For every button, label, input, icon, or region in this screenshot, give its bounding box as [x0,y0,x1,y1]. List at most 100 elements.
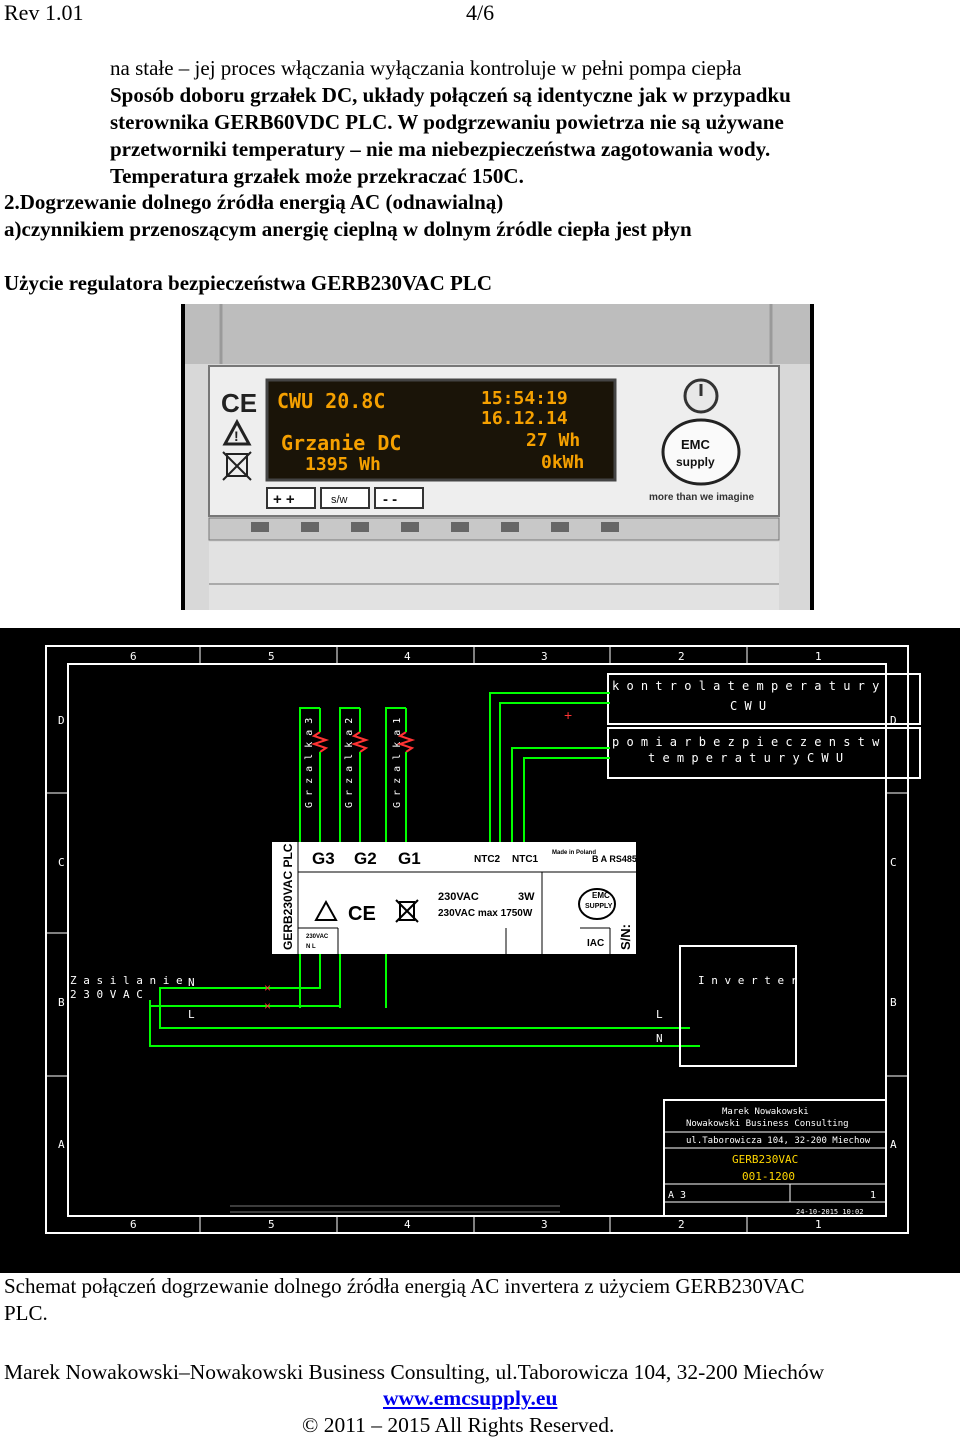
svg-text:N L: N L [306,944,316,950]
plc-label [272,842,636,954]
heater-resistor-icon [310,731,416,753]
ce-mark: CE [348,903,376,925]
text-line: Sposób doboru grzałek DC, układy połącze… [110,83,791,107]
figure-caption: Schemat połączeń dogrzewanie dolnego źró… [4,1274,805,1298]
minus-button[interactable] [374,487,424,509]
plus-marker: + [564,707,572,723]
slogan: more than we imagine [649,492,754,503]
heater-label: G r z a l k a 3 [304,718,315,808]
svg-text:EMC: EMC [592,891,610,900]
website-link[interactable]: www.emcsupply.eu [383,1386,558,1410]
svg-text:N: N [188,976,195,989]
svg-text:N: N [656,1032,663,1045]
plus-button[interactable] [266,487,316,509]
svg-text:L: L [188,1008,195,1021]
controller-photo: CE ! CWU 20.8C 15:54:19 16.12.14 Grzanie… [181,304,814,610]
section-heading: 2.Dogrzewanie dolnego źródła energią AC … [4,190,504,214]
grid-label: 3 [541,1218,548,1231]
figure-caption: PLC. [4,1301,48,1325]
rs485-port: B A RS485 [592,854,637,864]
svg-text:s/w: s/w [331,494,348,506]
control-box-cwu [607,673,921,725]
emc-logo [578,888,616,920]
terminal-g1: G1 [398,849,421,868]
title-date: 24-10-2015 10:02 [796,1208,863,1216]
mode-button[interactable] [320,487,370,509]
title-block [663,1099,887,1217]
inverter-block [679,945,797,1067]
inverter-label: I n v e r t e r [698,974,798,987]
title-drawing: GERB230VAC [732,1153,798,1166]
text-line: a)czynnikiem przenoszącym anergię ciepln… [4,217,692,241]
grid-label: 6 [130,650,137,663]
svg-text:A 3: A 3 [668,1190,686,1201]
made-in: Made in Poland [552,850,596,856]
lcd-text: CWU 20.8C [277,389,385,413]
footer-address: Marek Nowakowski–Nowakowski Business Con… [4,1360,825,1384]
lcd-text: Grzanie DC [281,431,401,455]
grid-label: C [58,856,65,869]
svg-text:230VAC max 1750W: 230VAC max 1750W [438,908,533,919]
text-line: na stałe – jej proces włączania wyłączan… [110,56,742,80]
text-line: Temperatura grzałek może przekraczać 150… [110,164,524,188]
heater-label: G r z a l k a 1 [392,718,403,808]
section-heading: Użycie regulatora bezpieczeństwa GERB230… [4,271,492,295]
svg-text:p o m i a r b e z p i e c z: p o m i a r b e z p i e c z e n s t w [612,735,880,749]
svg-text:230VAC: 230VAC [306,934,329,940]
svg-text:SUPPLY: SUPPLY [585,903,613,910]
lcd-text: 0kWh [541,452,584,473]
controller-illustration: CE ! CWU 20.8C 15:54:19 16.12.14 Grzanie… [185,304,810,610]
grid-label: 5 [268,650,275,663]
safety-box-cwu [607,727,921,779]
terminal-g3: G3 [312,849,335,868]
revision-label: Rev 1.01 [4,0,84,25]
svg-text:C W U: C W U [730,699,766,713]
svg-text:t e m p e r a t u r y C W U: t e m p e r a t u r y C W U [648,751,843,765]
drawing-border [45,645,909,1234]
grid-label: 2 [678,650,685,663]
grid-label: C [890,856,897,869]
svg-text:EMC: EMC [681,437,711,452]
text-line: przetworniki temperatury – nie ma niebez… [110,137,771,161]
svg-text:×: × [264,981,271,995]
ce-mark: CE [221,388,257,418]
grid-label: 2 [678,1218,685,1231]
grid-label: B [890,996,897,1009]
svg-text:×: × [264,999,271,1013]
weee-bin-icon [222,451,252,481]
grid-label: 5 [268,1218,275,1231]
grid-label: B [58,996,65,1009]
svg-text:3W: 3W [518,891,535,903]
page-number: 4/6 [466,0,495,25]
plc-model-name: GERB230VAC PLC [281,843,295,950]
svg-text:1: 1 [870,1190,876,1201]
svg-text:230VAC: 230VAC [438,891,479,903]
title-number: 001-1200 [742,1170,795,1183]
terminal-ntc1: NTC1 [512,854,539,865]
title-company: Nowakowski Business Consulting [686,1119,849,1129]
title-author: Marek Nowakowski [722,1107,809,1117]
grid-label: 4 [404,1218,411,1231]
lcd-screen [265,378,617,482]
lcd-text: 1395 Wh [305,454,381,475]
svg-text:+ +: + + [273,491,295,508]
svg-text:- -: - - [383,491,397,508]
svg-text:L: L [656,1008,663,1021]
title-address: ul.Taborowicza 104, 32-200 Miechow [686,1136,871,1146]
grid-label: 4 [404,650,411,663]
lcd-text: 15:54:19 [481,388,568,409]
svg-text:k o n t r o l a t e m p e r: k o n t r o l a t e m p e r a t u r y [612,679,879,693]
copyright: © 2011 – 2015 All Rights Reserved. [302,1413,615,1437]
svg-text:!: ! [234,428,239,444]
supply-label: 2 3 0 V A C [70,988,143,1001]
grid-label: 3 [541,650,548,663]
lcd-text: 27 Wh [526,430,580,451]
warning-icon [222,418,252,446]
grid-label: A [890,1138,897,1151]
terminal-g2: G2 [354,849,377,868]
serial-number-label: S/N: [618,924,633,950]
grid-label: A [58,1138,65,1151]
emc-logo [661,418,741,486]
svg-text:supply: supply [676,455,715,469]
warning-icon [314,899,338,921]
